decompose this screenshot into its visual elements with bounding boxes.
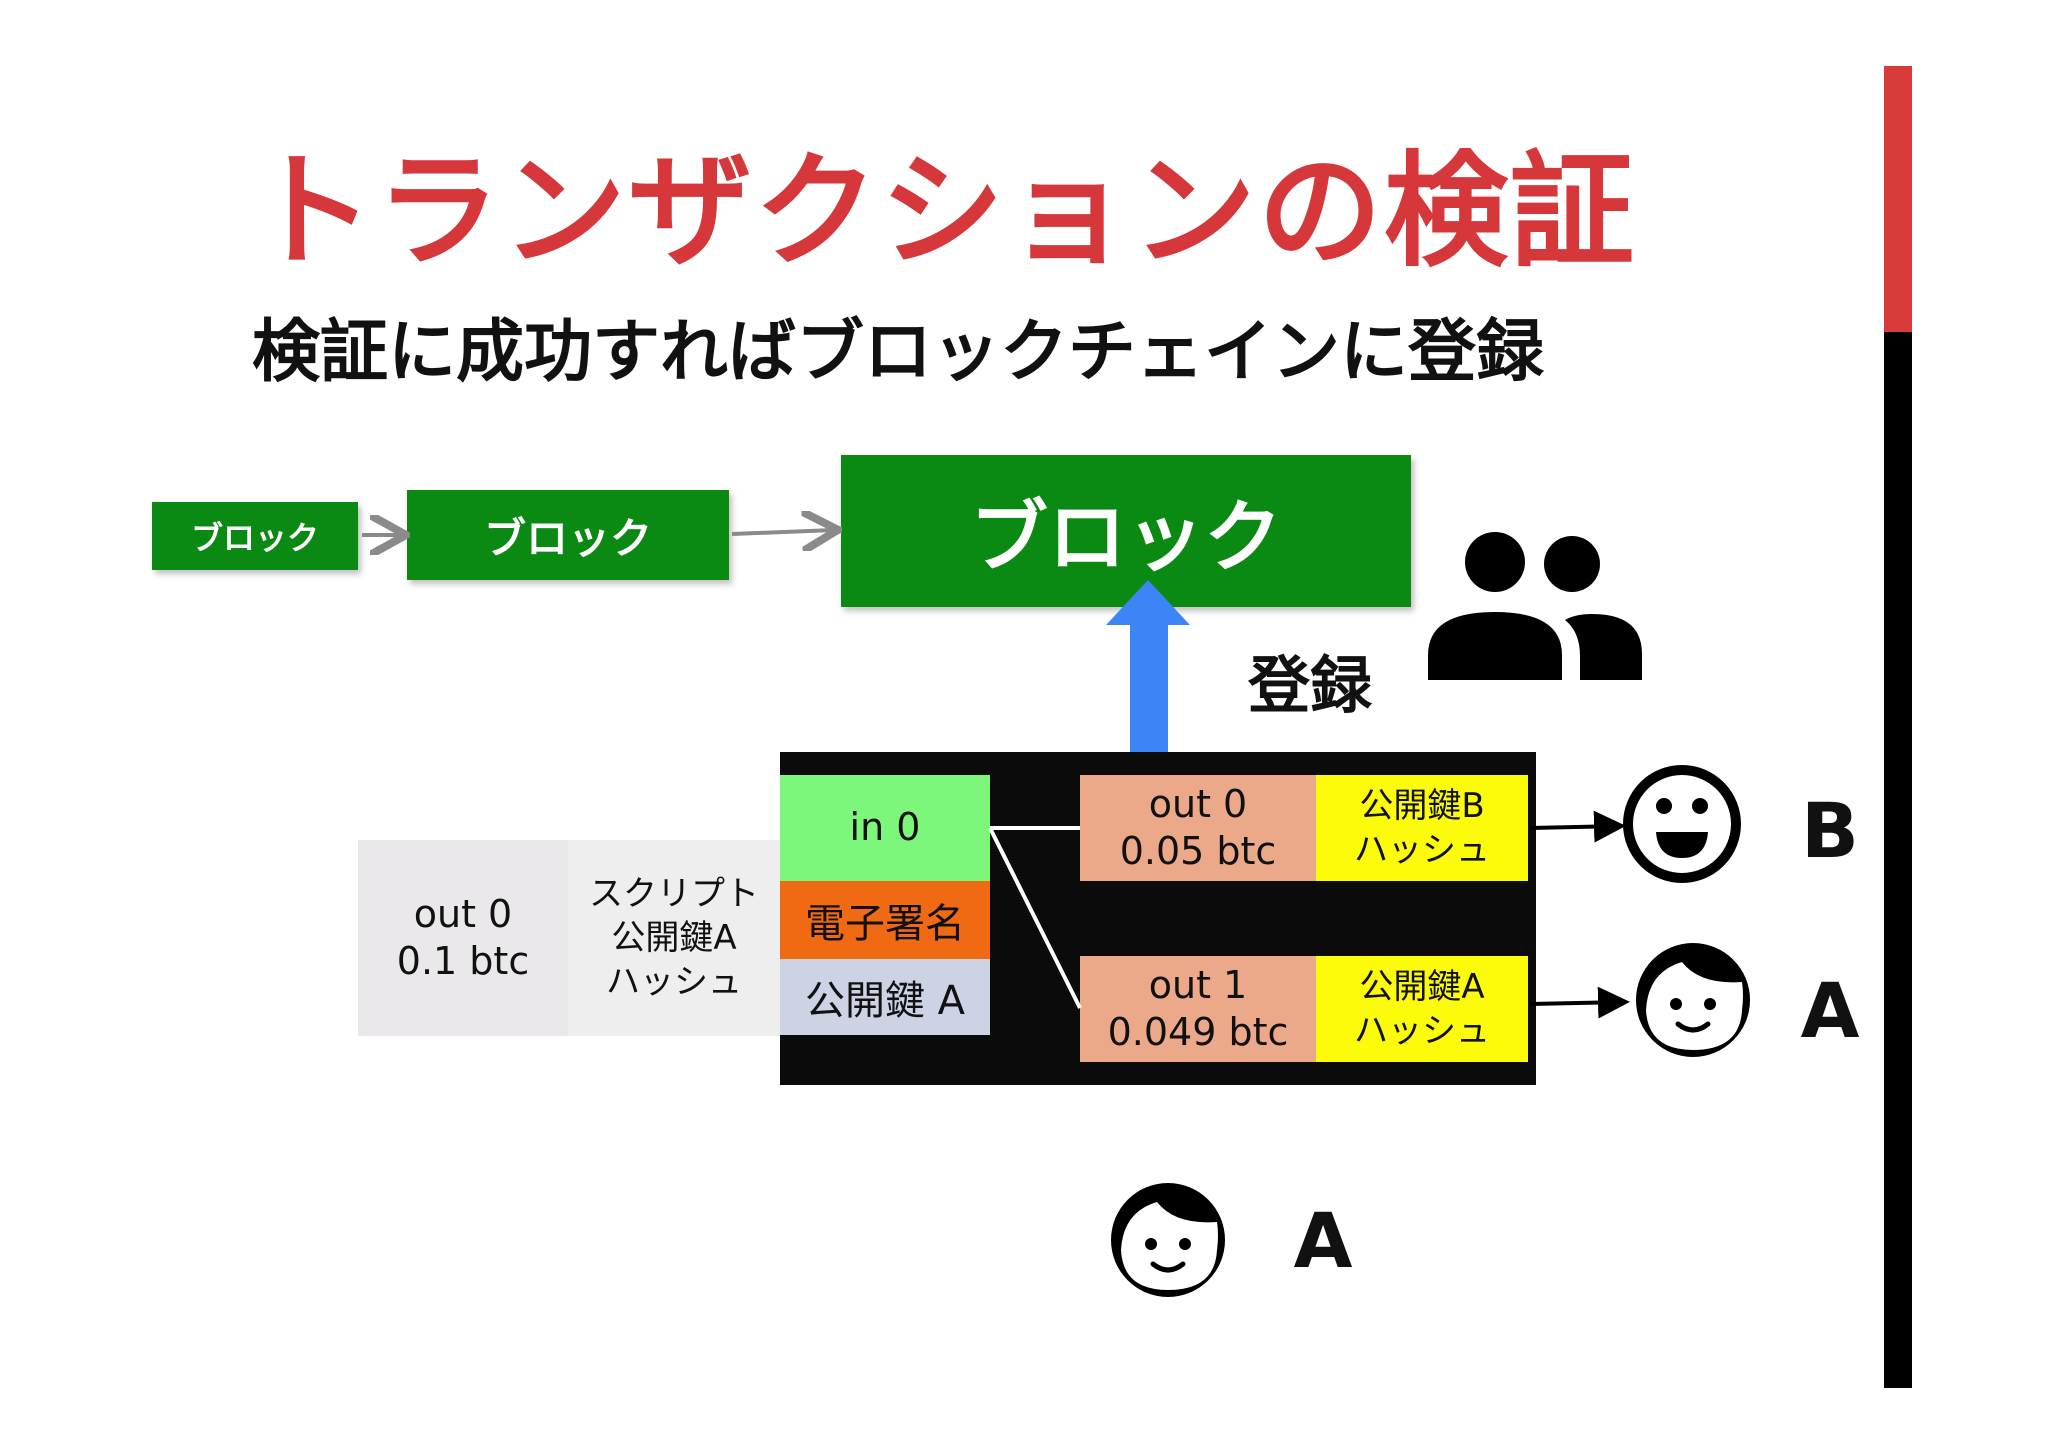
output-index: out 1 <box>1148 962 1248 1007</box>
chain-arrow-2 <box>731 530 834 534</box>
previous-output-index: out 0 <box>413 891 513 936</box>
page-title: トランザクションの検証 <box>250 140 1637 284</box>
block-medium: ブロック <box>407 490 729 580</box>
side-bar-track <box>1884 332 1912 1388</box>
script-hash: ハッシュ <box>606 962 742 1003</box>
digital-signature: 電子署名 <box>780 881 990 959</box>
block-large: ブロック <box>841 455 1411 607</box>
public-key-a: 公開鍵 A <box>780 959 990 1035</box>
page-subtitle: 検証に成功すればブロックチェインに登録 <box>252 312 1545 392</box>
output-out0: out 0 0.05 btc <box>1080 775 1316 881</box>
hash-label: ハッシュ <box>1354 830 1490 870</box>
block-small: ブロック <box>152 502 358 570</box>
output-out0-hash: 公開鍵B ハッシュ <box>1316 775 1528 881</box>
smiling-face-icon <box>1623 765 1741 883</box>
output-out1-hash: 公開鍵A ハッシュ <box>1316 956 1528 1062</box>
input-to-out1-line <box>988 827 1082 1009</box>
output-amount: 0.049 btc <box>1107 1010 1289 1054</box>
out0-to-b-arrow <box>1529 810 1626 843</box>
hash-pubkey: 公開鍵A <box>1359 966 1485 1007</box>
person-face-icon <box>1636 943 1750 1057</box>
previous-output-amount: 0.1 btc <box>396 939 530 983</box>
recipient-b-label: B <box>1801 785 1859 875</box>
input-in0: in 0 <box>780 775 990 881</box>
previous-output-script: スクリプト 公開鍵A ハッシュ <box>568 840 780 1036</box>
register-up-arrow <box>1106 580 1190 752</box>
output-amount: 0.05 btc <box>1119 829 1277 873</box>
previous-output: out 0 0.1 btc <box>358 840 568 1036</box>
recipient-a-label: A <box>1800 965 1860 1055</box>
group-icon <box>1428 532 1642 680</box>
person-face-icon <box>1111 1183 1225 1297</box>
script-pubkey: 公開鍵A <box>611 917 737 958</box>
out1-to-a-arrow <box>1529 986 1630 1019</box>
hash-pubkey: 公開鍵B <box>1359 785 1485 826</box>
output-index: out 0 <box>1148 781 1248 826</box>
sender-a-label: A <box>1293 1195 1353 1285</box>
script-label: スクリプト <box>589 873 759 914</box>
output-out1: out 1 0.049 btc <box>1080 956 1316 1062</box>
side-bar-progress <box>1884 66 1912 332</box>
hash-label: ハッシュ <box>1354 1011 1490 1051</box>
register-label: 登録 <box>1247 649 1372 722</box>
